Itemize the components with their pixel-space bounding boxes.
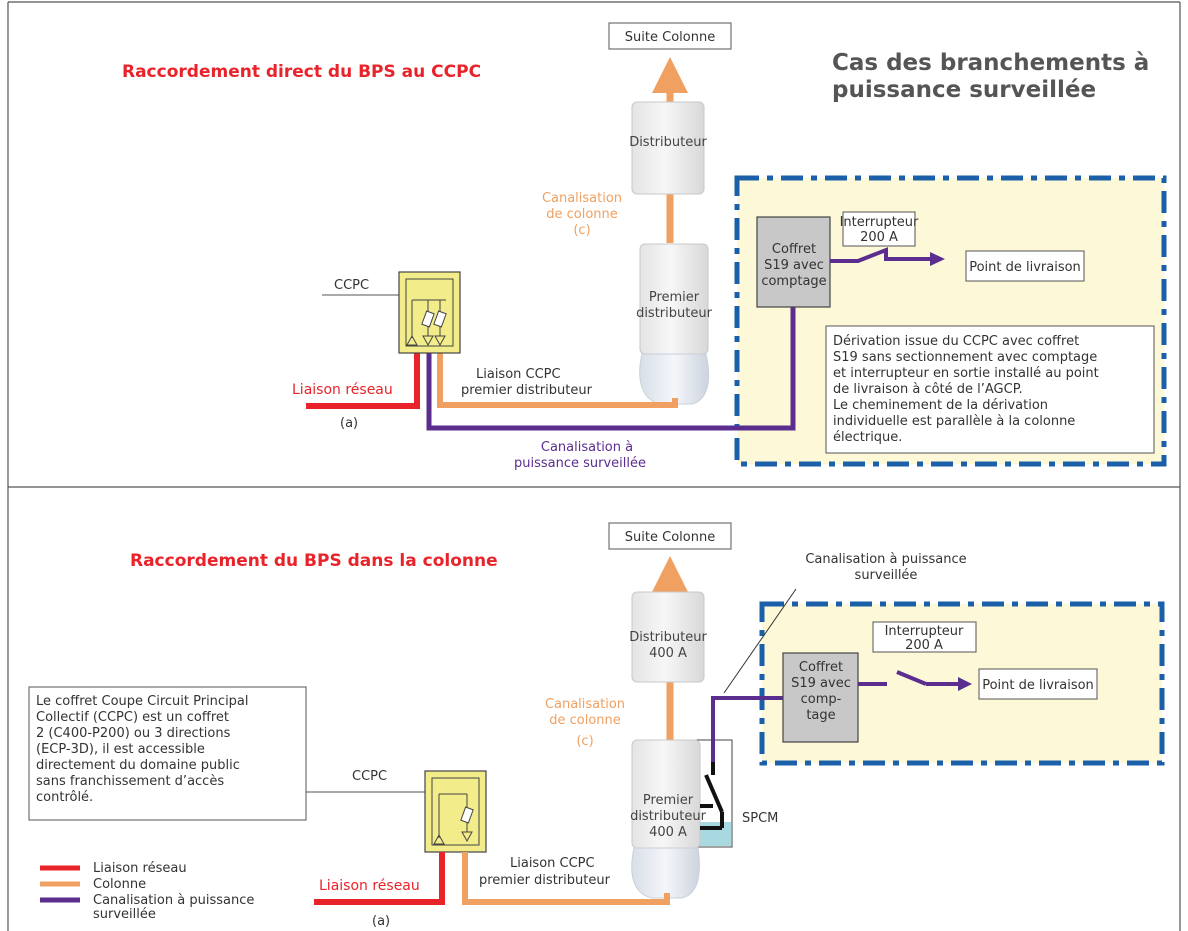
coffret-label-bottom-1: Coffret <box>799 660 843 675</box>
coffret-label-bottom-3: comp- <box>801 692 842 707</box>
interrupteur-arrow-bottom <box>958 677 972 691</box>
legend-label-reseau: Liaison réseau <box>93 861 187 876</box>
canalisation-bps-label-top-1: Canalisation à <box>541 440 633 455</box>
canalisation-bps-line-top <box>426 307 796 431</box>
liaison-ccpc-label-top-1: Liaison CCPC <box>476 367 561 382</box>
premier-distributeur-label-top-1: Premier <box>649 290 700 305</box>
canalisation-colonne-bottom-2: de colonne <box>549 713 621 728</box>
premier-distributeur-bag-top <box>639 353 710 405</box>
ccpc-description-line-2: Collectif (CCPC) est un coffret <box>36 710 229 725</box>
ccpc-description-line-4: (ECP-3D), il est accessible <box>36 742 205 757</box>
canalisation-colonne-top-3: (c) <box>573 223 590 238</box>
suite-colonne-label-top: Suite Colonne <box>625 30 715 45</box>
ccpc-box-bottom <box>424 770 487 853</box>
premier-distributeur-label-bottom-3: 400 A <box>649 825 687 840</box>
liaison-ccpc-label-bottom-2: premier distributeur <box>479 873 611 888</box>
description-line-7: électrique. <box>833 430 902 445</box>
ccpc-description-line-5: directement du domaine public <box>36 758 240 773</box>
coffret-label-top-2: S19 avec <box>764 258 824 273</box>
legend-label-colonne: Colonne <box>93 877 146 892</box>
canalisation-bps-line-bottom <box>711 696 783 762</box>
point-livraison-label-bottom: Point de livraison <box>982 678 1094 693</box>
description-line-1: Dérivation issue du CCPC avec coffret <box>833 334 1079 349</box>
ccpc-label-top: CCPC <box>334 278 369 293</box>
point-livraison-box-bottom <box>978 668 1098 700</box>
liaison-ccpc-label-top-2: premier distributeur <box>461 383 593 398</box>
premier-distributeur-bag-bottom <box>631 847 700 899</box>
ccpc-description-box <box>28 686 307 821</box>
distributeur-cabinet-top <box>631 101 705 195</box>
description-line-2: S19 sans sectionnement avec comptage <box>833 350 1097 365</box>
section-top: Raccordement direct du BPS au CCPC Suite… <box>122 22 1167 471</box>
note-a-bottom: (a) <box>372 914 390 929</box>
legend: Liaison réseau Colonne Canalisation à pu… <box>40 861 254 922</box>
suite-colonne-label-bottom: Suite Colonne <box>625 530 715 545</box>
liaison-ccpc-line-top <box>437 347 678 408</box>
canalisation-colonne-bottom-1: Canalisation <box>545 697 625 712</box>
legend-label-canalisation-1: Canalisation à puissance <box>93 893 254 908</box>
suite-colonne-box-top <box>608 22 732 50</box>
main-title-line2: puissance surveillée <box>832 77 1096 103</box>
coffret-label-top-3: comptage <box>761 274 826 289</box>
ccpc-box-top <box>398 271 461 354</box>
note-a-top: (a) <box>340 416 358 431</box>
colonne-arrow-top <box>652 57 688 93</box>
ccpc-label-bottom: CCPC <box>352 769 387 784</box>
liaison-reseau-label-bottom: Liaison réseau <box>319 878 420 894</box>
liaison-ccpc-label-bottom-1: Liaison CCPC <box>510 856 595 871</box>
ccpc-description-line-6: sans franchissement d’accès <box>36 774 224 789</box>
interrupteur-switch-bottom <box>896 670 927 686</box>
distributeur-cabinet-bottom <box>631 591 705 683</box>
description-line-4: de livraison à côté de l’AGCP. <box>833 382 1023 397</box>
description-line-6: individuelle est parallèle à la colonne <box>833 414 1075 429</box>
canalisation-bps-label-bottom-1: Canalisation à puissance <box>805 552 966 567</box>
ccpc-description-line-1: Le coffret Coupe Circuit Principal <box>36 694 249 709</box>
point-livraison-label-top: Point de livraison <box>969 260 1081 275</box>
premier-distributeur-label-bottom-1: Premier <box>643 793 694 808</box>
distributeur-label-top: Distributeur <box>629 135 707 150</box>
canalisation-colonne-top-1: Canalisation <box>542 191 622 206</box>
interrupteur-label-bottom-2: 200 A <box>905 638 943 653</box>
coffret-s19-top <box>756 216 831 308</box>
coffret-s19-bottom <box>782 652 859 743</box>
suite-colonne-box-bottom <box>608 522 732 550</box>
section-top-title: Raccordement direct du BPS au CCPC <box>122 62 481 82</box>
liaison-ccpc-line-bottom <box>462 852 670 905</box>
canalisation-bps-label-bottom-2: surveillée <box>855 568 918 583</box>
canalisation-colonne-top-2: de colonne <box>546 207 618 222</box>
description-line-3: et interrupteur en sortie installé au po… <box>833 366 1099 381</box>
description-box-top <box>825 325 1155 454</box>
spcm-switch <box>704 774 724 813</box>
point-livraison-box-top <box>965 250 1085 282</box>
ccpc-description-line-7: contrôlé. <box>36 790 93 805</box>
interrupteur-label-bottom-1: Interrupteur <box>885 624 964 639</box>
coffret-label-bottom-2: S19 avec <box>791 676 851 691</box>
legend-label-canalisation-2: surveillée <box>93 907 156 922</box>
spcm-label: SPCM <box>742 811 778 826</box>
distributeur-label-bottom-1: Distributeur <box>629 630 707 645</box>
premier-distributeur-label-top-2: distributeur <box>636 306 713 321</box>
canalisation-colonne-bottom-3: (c) <box>576 734 593 749</box>
colonne-arrow-bottom <box>652 556 688 592</box>
canalisation-bps-label-top-2: puissance surveillée <box>514 456 646 471</box>
liaison-reseau-line-bottom <box>314 852 445 905</box>
distributeur-label-bottom-2: 400 A <box>649 646 687 661</box>
canalisation-bps-leader <box>723 588 797 694</box>
interrupteur-arrow-top <box>930 252 945 266</box>
interrupteur-box-bottom <box>872 621 977 653</box>
coffret-label-bottom-4: tage <box>806 708 835 723</box>
liaison-reseau-label-top: Liaison réseau <box>292 382 393 398</box>
interrupteur-label-top-1: Interrupteur <box>840 215 919 230</box>
coffret-label-top-1: Coffret <box>772 242 816 257</box>
section-bottom-title: Raccordement du BPS dans la colonne <box>130 551 498 571</box>
description-line-5: Le cheminement de la dérivation <box>833 398 1048 413</box>
main-title-line1: Cas des branchements à <box>832 50 1149 76</box>
section-bottom: Raccordement du BPS dans la colonne Suit… <box>28 522 1165 929</box>
interrupteur-line-top <box>830 247 933 263</box>
ccpc-description-line-3: 2 (C400-P200) ou 3 directions <box>36 726 231 741</box>
premier-distributeur-label-bottom-2: distributeur <box>630 809 707 824</box>
liaison-reseau-line-top <box>306 347 420 409</box>
interrupteur-label-top-2: 200 A <box>860 230 898 245</box>
interrupteur-box-top <box>842 211 916 247</box>
